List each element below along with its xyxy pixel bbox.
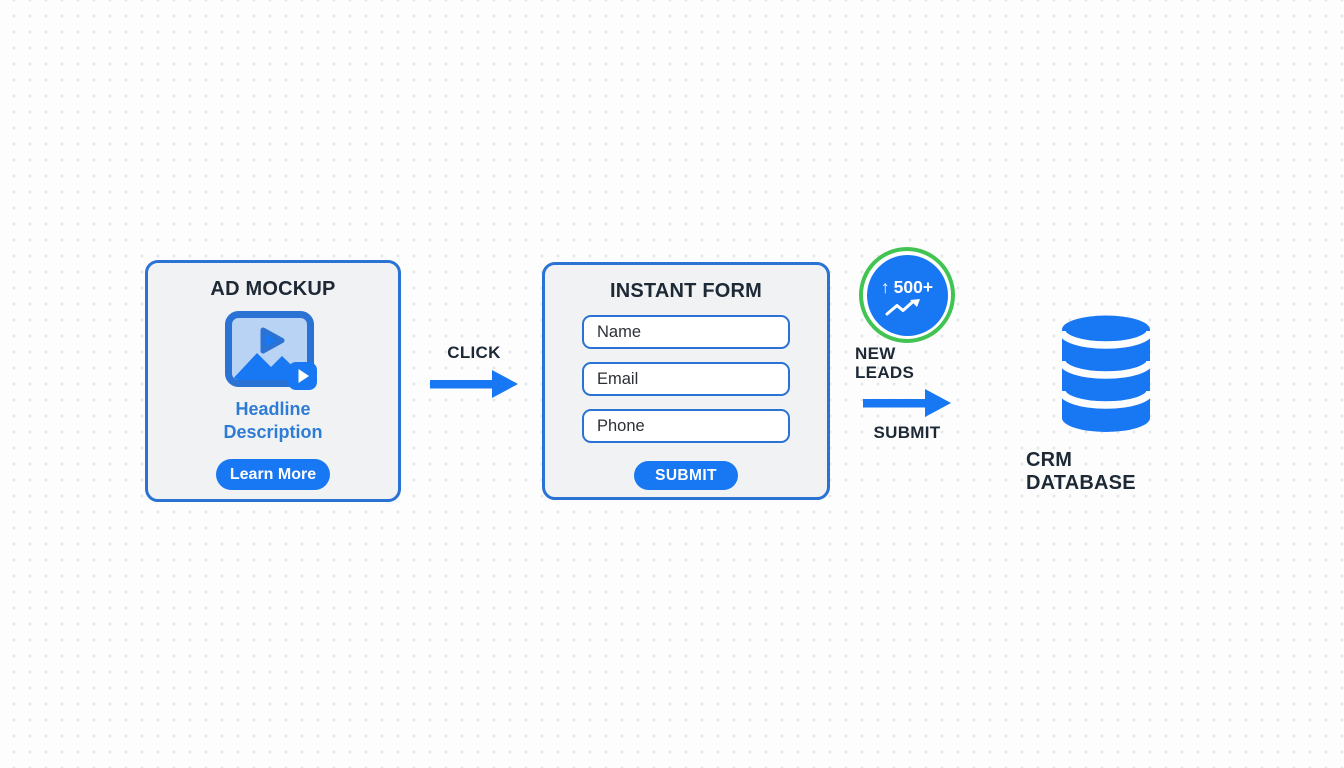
ad-video-thumbnail-icon [225,311,317,390]
click-step: CLICK [430,343,518,398]
crm-database-label: CRM DATABASE [1026,449,1136,494]
ad-description-text: Description [223,422,323,442]
instant-form-card: INSTANT FORM SUBMIT [542,262,830,500]
submit-step-label: SUBMIT [873,423,941,442]
trend-line-icon [885,298,920,315]
ad-mockup-card: AD MOCKUP Headline Description Learn Mor… [145,260,401,502]
leads-count: 500+ [893,276,934,297]
new-leads-label: NEW LEADS [855,344,915,382]
click-step-label: CLICK [447,343,501,362]
submit-button[interactable]: SUBMIT [634,461,738,490]
phone-input[interactable] [582,409,790,443]
crm-database: CRM DATABASE [1026,315,1186,495]
ad-headline-text: Headline [235,399,311,419]
database-icon [1061,315,1151,432]
new-leads-badge: ↑ 500+ [859,247,955,343]
leads-step: ↑ 500+ NEW LEADS SUBMIT [855,247,959,442]
arrow-right-icon [863,389,951,417]
ad-card-title: AD MOCKUP [210,278,336,300]
arrow-right-icon [430,370,518,398]
trend-up-chart-icon: ↑ 500+ [866,254,948,336]
learn-more-button[interactable]: Learn More [216,459,330,490]
email-input[interactable] [582,362,790,396]
form-card-title: INSTANT FORM [609,280,762,302]
up-arrow-icon: ↑ [880,276,890,297]
name-input[interactable] [582,315,790,349]
